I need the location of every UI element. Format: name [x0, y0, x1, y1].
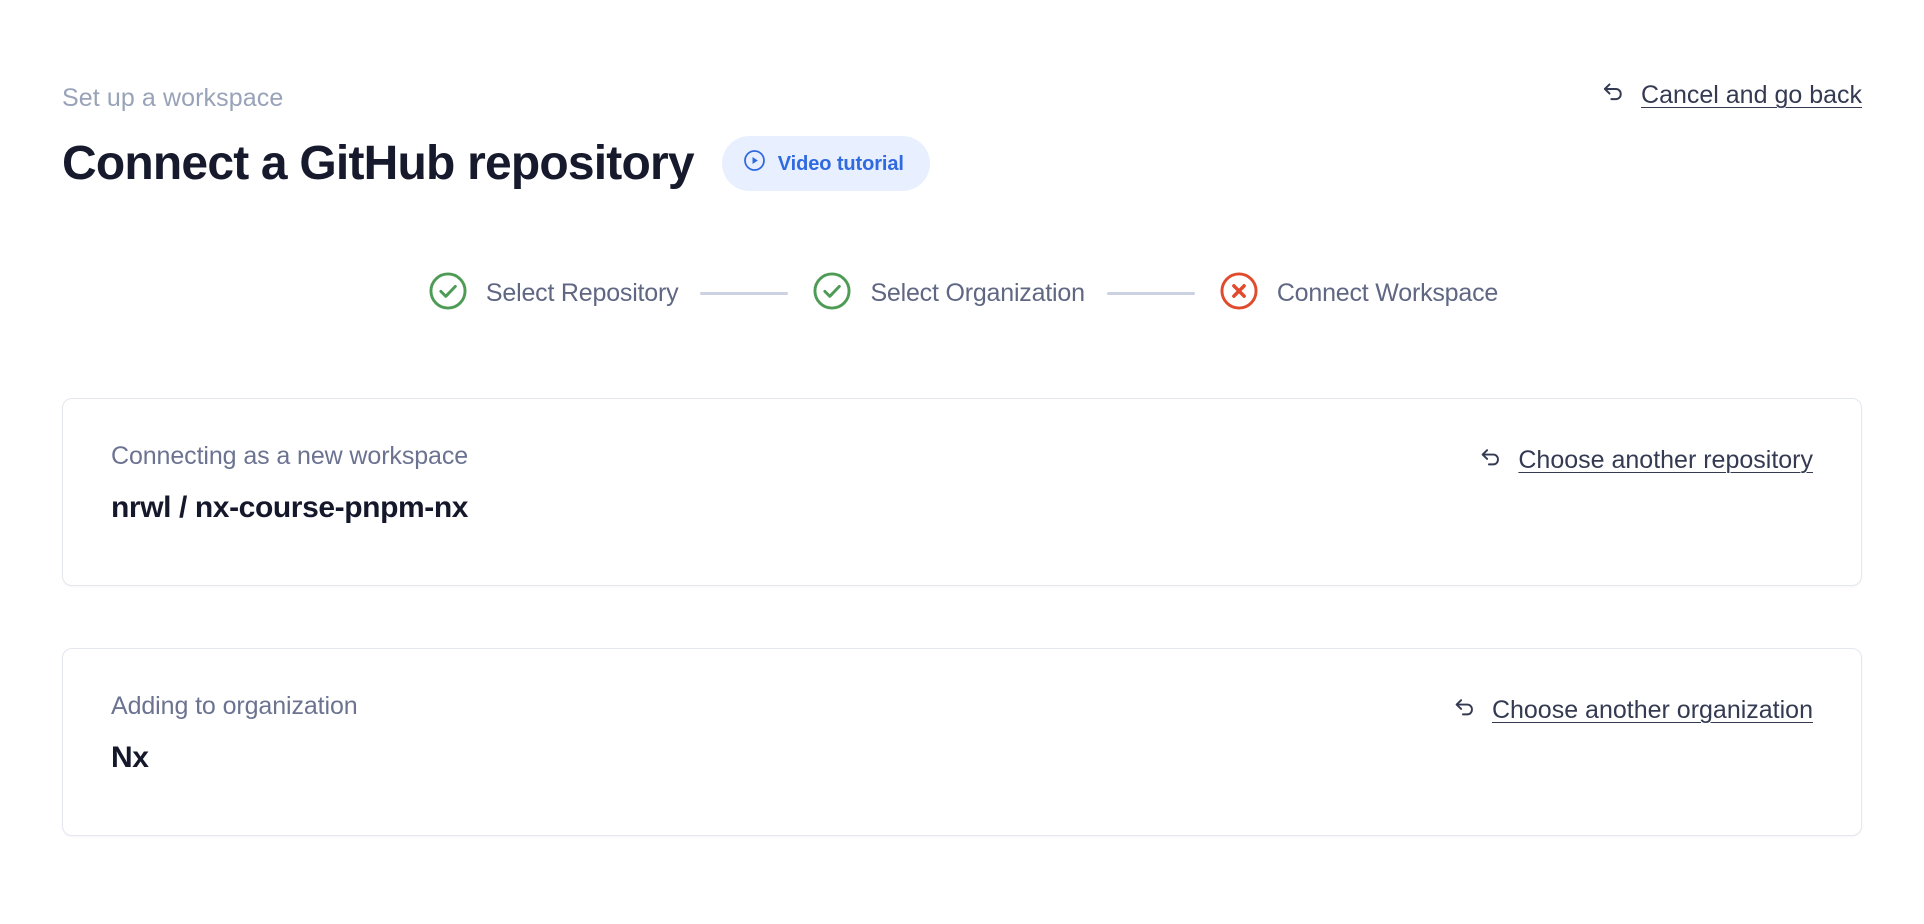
page-eyebrow: Set up a workspace	[62, 84, 284, 112]
arrow-uturn-left-icon	[1477, 444, 1504, 476]
cancel-and-go-back-link[interactable]: Cancel and go back	[1599, 78, 1862, 113]
step-select-organization[interactable]: Select Organization	[810, 269, 1085, 318]
repository-card-value: nrwl / nx-course-pnpm-nx	[111, 491, 1813, 524]
step-connect-workspace[interactable]: Connect Workspace	[1217, 269, 1498, 318]
step-label-select-repository: Select Repository	[485, 279, 679, 307]
repository-card: Connecting as a new workspace nrwl / nx-…	[62, 398, 1862, 586]
cancel-and-go-back-label: Cancel and go back	[1641, 81, 1862, 109]
video-tutorial-button[interactable]: Video tutorial	[721, 136, 930, 191]
choose-another-repository-link[interactable]: Choose another repository	[1477, 444, 1813, 476]
repository-name: nx-course-pnpm-nx	[194, 491, 469, 524]
choose-another-repository-label: Choose another repository	[1518, 445, 1813, 474]
choose-another-organization-link[interactable]: Choose another organization	[1451, 694, 1813, 726]
step-label-select-organization: Select Organization	[870, 279, 1085, 307]
arrow-uturn-left-icon	[1599, 78, 1627, 113]
page-title: Connect a GitHub repository	[62, 136, 695, 190]
check-circle-icon	[810, 269, 854, 318]
arrow-uturn-left-icon	[1451, 694, 1478, 726]
repository-owner: nrwl /	[111, 491, 195, 524]
step-connector-2	[1106, 292, 1195, 295]
check-circle-icon	[426, 269, 470, 318]
choose-another-organization-label: Choose another organization	[1491, 695, 1813, 724]
step-label-connect-workspace: Connect Workspace	[1276, 279, 1499, 307]
title-row: Connect a GitHub repository Video tutori…	[62, 136, 1862, 191]
step-connector-1	[700, 292, 789, 295]
organization-card: Adding to organization Nx Choose another…	[62, 648, 1862, 836]
play-circle-icon	[742, 148, 767, 179]
page-header: Set up a workspace Connect a GitHub repo…	[62, 0, 1862, 191]
repository-card-caption: Connecting as a new workspace	[111, 442, 469, 470]
organization-name: Nx	[111, 741, 149, 774]
progress-stepper: Select Repository Select Organization Co…	[62, 269, 1862, 318]
video-tutorial-label: Video tutorial	[777, 152, 904, 175]
x-circle-icon	[1217, 269, 1261, 318]
step-select-repository[interactable]: Select Repository	[426, 269, 679, 318]
organization-card-caption: Adding to organization	[111, 692, 358, 720]
